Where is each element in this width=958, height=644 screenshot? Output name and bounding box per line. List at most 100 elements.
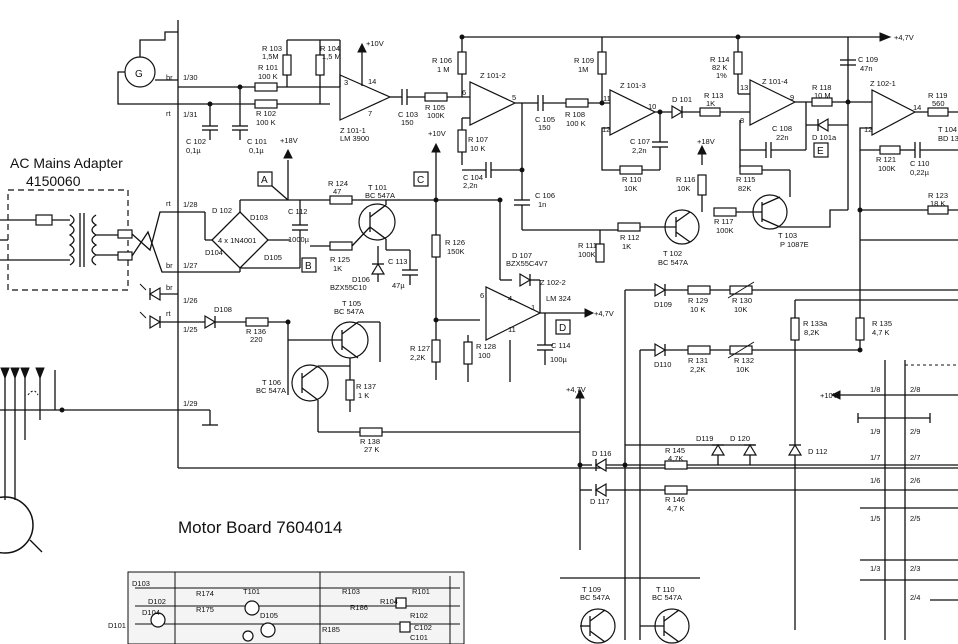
svg-text:1/28: 1/28 bbox=[183, 200, 198, 209]
svg-text:2/3: 2/3 bbox=[910, 564, 920, 573]
svg-text:D 102: D 102 bbox=[212, 206, 232, 215]
svg-text:BZX55C4V7: BZX55C4V7 bbox=[506, 259, 548, 268]
svg-text:R 112: R 112 bbox=[620, 233, 639, 242]
svg-text:5: 5 bbox=[512, 93, 516, 102]
svg-text:9: 9 bbox=[790, 93, 794, 102]
svg-text:+4,7V: +4,7V bbox=[566, 385, 586, 394]
svg-text:BZX55C10: BZX55C10 bbox=[330, 283, 367, 292]
svg-text:R 101: R 101 bbox=[258, 63, 278, 72]
svg-text:D 107: D 107 bbox=[512, 251, 532, 260]
svg-text:C 108: C 108 bbox=[772, 124, 792, 133]
svg-text:br: br bbox=[166, 261, 173, 270]
svg-text:1,5 M: 1,5 M bbox=[322, 52, 341, 61]
svg-text:10: 10 bbox=[648, 102, 656, 111]
svg-text:D109: D109 bbox=[654, 300, 672, 309]
svg-text:R 104: R 104 bbox=[320, 44, 340, 53]
svg-text:D101: D101 bbox=[108, 621, 126, 630]
svg-text:10K: 10K bbox=[734, 305, 747, 314]
svg-text:1: 1 bbox=[531, 303, 535, 312]
svg-text:12: 12 bbox=[864, 125, 872, 134]
svg-text:R 119: R 119 bbox=[928, 91, 947, 100]
svg-text:100 K: 100 K bbox=[566, 119, 586, 128]
svg-text:10K: 10K bbox=[624, 184, 637, 193]
svg-text:C 113: C 113 bbox=[388, 257, 407, 266]
svg-text:Z 101-4: Z 101-4 bbox=[762, 77, 788, 86]
svg-text:R 106: R 106 bbox=[432, 56, 452, 65]
svg-text:T 109: T 109 bbox=[582, 585, 601, 594]
svg-text:R 135: R 135 bbox=[872, 319, 892, 328]
generator: G bbox=[117, 20, 958, 469]
svg-text:150K: 150K bbox=[447, 247, 465, 256]
svg-text:1/29: 1/29 bbox=[183, 399, 198, 408]
svg-text:1/7: 1/7 bbox=[870, 453, 880, 462]
svg-text:BC 547A: BC 547A bbox=[652, 593, 682, 602]
marker-d: D bbox=[559, 323, 566, 334]
svg-text:4,7K: 4,7K bbox=[668, 454, 683, 463]
svg-text:1 K: 1 K bbox=[358, 391, 369, 400]
svg-text:C 107: C 107 bbox=[630, 137, 650, 146]
svg-text:+10V: +10V bbox=[366, 39, 384, 48]
svg-text:T 103: T 103 bbox=[778, 231, 797, 240]
svg-text:10K: 10K bbox=[736, 365, 749, 374]
svg-text:R 102: R 102 bbox=[256, 109, 276, 118]
svg-text:C 114: C 114 bbox=[551, 341, 570, 350]
svg-text:11: 11 bbox=[603, 94, 611, 103]
svg-text:BD 13: BD 13 bbox=[938, 134, 958, 143]
svg-text:D 101: D 101 bbox=[672, 95, 692, 104]
svg-text:D103: D103 bbox=[250, 213, 268, 222]
motor-fragment bbox=[0, 367, 178, 554]
svg-text:1/30: 1/30 bbox=[183, 73, 198, 82]
svg-text:13: 13 bbox=[740, 83, 748, 92]
svg-text:D104: D104 bbox=[205, 248, 223, 257]
svg-text:rt: rt bbox=[166, 309, 171, 318]
svg-text:100 K: 100 K bbox=[258, 72, 278, 81]
svg-text:2/5: 2/5 bbox=[910, 514, 920, 523]
svg-text:R 115: R 115 bbox=[736, 175, 755, 184]
ac-adapter: AC Mains Adapter 4150060 bbox=[0, 155, 133, 291]
svg-text:R 137: R 137 bbox=[356, 382, 376, 391]
svg-text:100µ: 100µ bbox=[550, 355, 568, 364]
generator-label: G bbox=[135, 69, 143, 80]
svg-text:C101: C101 bbox=[410, 633, 428, 642]
svg-text:1/31: 1/31 bbox=[183, 110, 198, 119]
svg-text:1/26: 1/26 bbox=[183, 296, 198, 305]
svg-text:R101: R101 bbox=[412, 587, 430, 596]
svg-text:+10V: +10V bbox=[820, 391, 838, 400]
svg-text:R 125: R 125 bbox=[330, 255, 350, 264]
svg-text:6: 6 bbox=[480, 291, 484, 300]
svg-text:R185: R185 bbox=[322, 625, 340, 634]
svg-text:100K: 100K bbox=[578, 250, 596, 259]
svg-text:10 M: 10 M bbox=[814, 91, 831, 100]
svg-text:D104: D104 bbox=[142, 608, 160, 617]
svg-text:18 K: 18 K bbox=[930, 199, 945, 208]
svg-text:R 133a: R 133a bbox=[803, 319, 828, 328]
svg-text:R174: R174 bbox=[196, 589, 214, 598]
marker-c: C bbox=[417, 175, 424, 186]
svg-text:LM 324: LM 324 bbox=[546, 294, 571, 303]
svg-text:+18V: +18V bbox=[280, 136, 298, 145]
svg-text:1%: 1% bbox=[716, 71, 727, 80]
svg-text:1/9: 1/9 bbox=[870, 427, 880, 436]
svg-text:T 106: T 106 bbox=[262, 378, 281, 387]
svg-text:D108: D108 bbox=[214, 305, 232, 314]
svg-text:47: 47 bbox=[333, 187, 341, 196]
svg-text:C102: C102 bbox=[414, 623, 432, 632]
svg-text:C 106: C 106 bbox=[535, 191, 555, 200]
output-transistors: T 109 BC 547A T 110 BC 547A bbox=[560, 577, 700, 644]
svg-text:27 K: 27 K bbox=[364, 445, 379, 454]
svg-text:1/3: 1/3 bbox=[870, 564, 880, 573]
svg-text:4,7 K: 4,7 K bbox=[667, 504, 685, 513]
svg-text:R 123: R 123 bbox=[928, 191, 948, 200]
svg-text:rt: rt bbox=[166, 109, 171, 118]
svg-text:Z 101-3: Z 101-3 bbox=[620, 81, 646, 90]
svg-text:100K: 100K bbox=[716, 226, 734, 235]
svg-text:47n: 47n bbox=[860, 64, 873, 73]
svg-text:D103: D103 bbox=[132, 579, 150, 588]
adapter-title: AC Mains Adapter bbox=[10, 155, 123, 171]
svg-text:R186: R186 bbox=[350, 603, 368, 612]
svg-text:1/27: 1/27 bbox=[183, 261, 198, 270]
svg-text:2/8: 2/8 bbox=[910, 385, 920, 394]
svg-text:BC 547A: BC 547A bbox=[256, 386, 286, 395]
svg-text:2/7: 2/7 bbox=[910, 453, 920, 462]
svg-text:Z 102-1: Z 102-1 bbox=[870, 79, 896, 88]
